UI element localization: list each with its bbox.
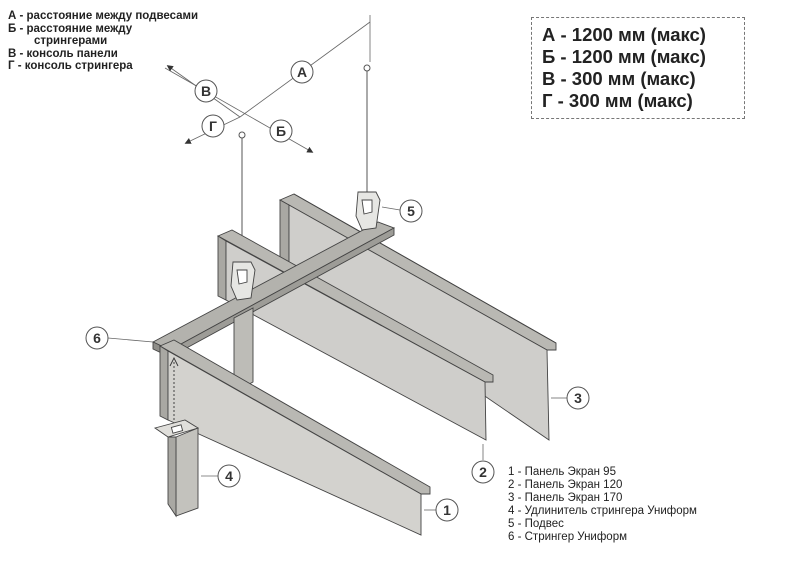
part-3: 3 - Панель Экран 170 [508,492,623,504]
panel-1 [158,339,431,536]
callout-1: 1 [435,498,459,522]
part-2: 2 - Панель Экран 120 [508,479,623,491]
parts-list: 1 - Панель Экран 95 2 - Панель Экран 120… [508,466,697,544]
callout-5: 5 [399,199,423,223]
limit-b: Б - 1200 мм (макс) [542,46,706,67]
svg-text:3: 3 [574,390,582,406]
svg-text:5: 5 [407,203,415,219]
svg-text:Б: Б [276,123,286,139]
stringer-bracket [233,307,254,393]
limit-v: В - 300 мм (макс) [542,68,696,89]
limit-g: Г - 300 мм (макс) [542,90,693,111]
svg-text:4: 4 [225,468,233,484]
callout-3: 3 [566,386,590,410]
callout-4: 4 [217,464,241,488]
dimension-label-a: А [290,60,314,84]
callout-6: 6 [85,326,109,350]
svg-text:6: 6 [93,330,101,346]
callout-2: 2 [471,460,495,484]
limit-a: А - 1200 мм (макс) [542,24,706,45]
svg-text:1: 1 [443,502,451,518]
dimension-label-b: Б [269,119,293,143]
dimension-label-v: В [194,79,218,103]
dimension-legend: А - расстояние между подвесами Б - расст… [8,10,198,73]
hanger-clip-5 [355,191,381,231]
part-6: 6 - Стрингер Униформ [508,531,628,543]
stringer-extension-4 [153,356,200,518]
legend-line-a: А - расстояние между подвесами [8,10,199,22]
part-1: 1 - Панель Экран 95 [508,466,616,478]
hanger-clip-left [230,261,256,301]
svg-text:Г: Г [209,118,217,134]
legend-line-v: В - консоль панели [8,47,118,60]
legend-line-b: Б - расстояние между [8,22,133,35]
dimension-label-g: Г [201,114,225,138]
part-4: 4 - Удлинитель стрингера Униформ [508,505,697,517]
svg-text:2: 2 [479,464,487,480]
limits-box: А - 1200 мм (макс) Б - 1200 мм (макс) В … [531,17,745,119]
legend-line-b-cont: стрингерами [34,35,108,47]
legend-line-g: Г - консоль стрингера [8,60,133,72]
leader-lines [107,206,567,511]
part-5: 5 - Подвес [508,518,564,530]
svg-text:А: А [297,64,307,80]
svg-text:В: В [201,83,211,99]
